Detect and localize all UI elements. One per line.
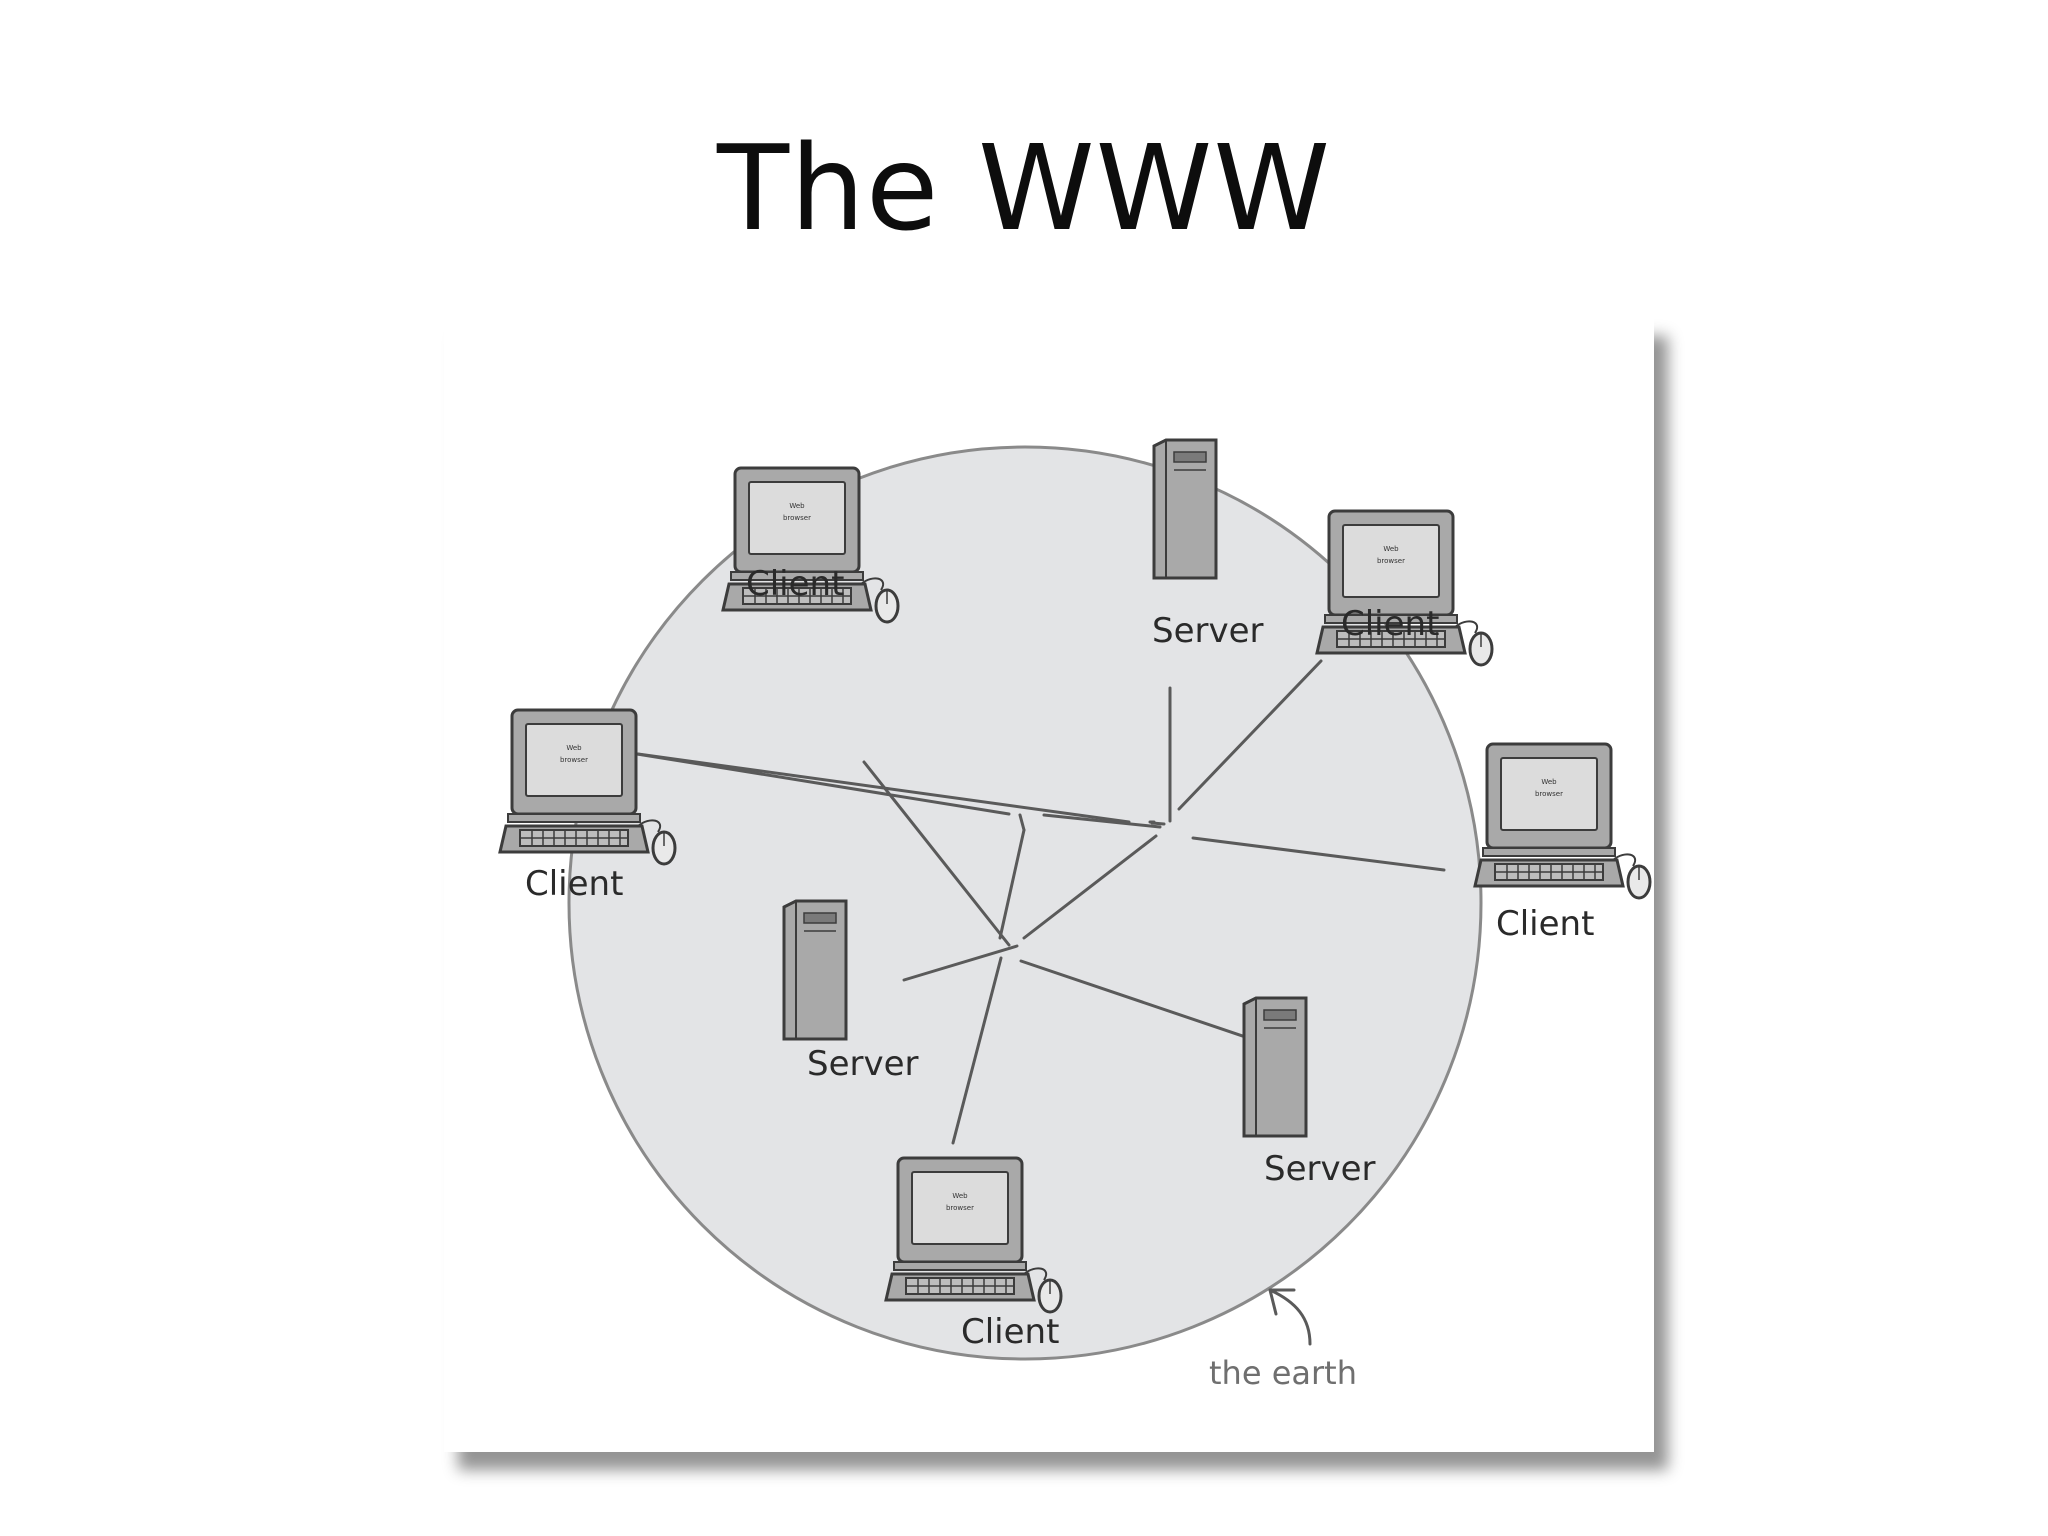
client-label: Client <box>1341 604 1439 644</box>
earth-pointer: the earth <box>1209 1288 1357 1392</box>
server-node: Server <box>782 899 919 1084</box>
network-link <box>1042 813 1162 829</box>
client-label: Client <box>961 1312 1059 1352</box>
server-node: Server <box>1242 996 1376 1189</box>
network-link <box>862 760 1011 947</box>
server-label: Server <box>807 1044 919 1084</box>
network-link <box>998 828 1026 940</box>
server-node: Server <box>1152 438 1264 651</box>
server-tower-icon <box>1152 438 1218 580</box>
network-diagram-svg: WebbrowserClientServerWebbrowserClientWe… <box>498 438 1652 1392</box>
network-link <box>902 944 1019 982</box>
network-link <box>951 956 1003 1145</box>
svg-text:Web: Web <box>1383 545 1399 553</box>
network-nodes: WebbrowserClientServerWebbrowserClientWe… <box>498 438 1652 1352</box>
svg-text:Web: Web <box>1541 778 1557 786</box>
svg-text:browser: browser <box>783 514 811 522</box>
network-link <box>635 752 1011 816</box>
network-link <box>1177 659 1323 811</box>
client-label: Client <box>746 564 844 604</box>
svg-text:Web: Web <box>789 502 805 510</box>
svg-text:Web: Web <box>952 1192 968 1200</box>
client-label: Client <box>1496 904 1594 944</box>
network-link <box>1022 834 1158 940</box>
slide-title: The WWW <box>717 119 1331 257</box>
server-tower-icon <box>1242 996 1308 1138</box>
network-link <box>1191 836 1446 872</box>
svg-text:Web: Web <box>566 744 582 752</box>
server-label: Server <box>1152 611 1264 651</box>
network-link <box>1018 813 1026 832</box>
desktop-computer-icon: Web browser <box>1315 509 1494 667</box>
network-link <box>1019 959 1277 1049</box>
desktop-computer-icon: Web browser <box>884 1156 1063 1314</box>
desktop-computer-icon: Web browser <box>1473 742 1652 900</box>
svg-text:browser: browser <box>560 756 588 764</box>
svg-text:browser: browser <box>1377 557 1405 565</box>
server-tower-icon <box>782 899 848 1041</box>
network-link <box>1150 821 1166 826</box>
desktop-computer-icon: Web browser <box>721 466 900 624</box>
svg-text:browser: browser <box>1535 790 1563 798</box>
curved-arrow-icon <box>1268 1288 1312 1346</box>
client-label: Client <box>525 864 623 904</box>
earth-label: the earth <box>1209 1354 1357 1392</box>
svg-text:browser: browser <box>946 1204 974 1212</box>
desktop-computer-icon: Web browser <box>498 708 677 866</box>
server-label: Server <box>1264 1149 1376 1189</box>
network-links <box>635 659 1446 1145</box>
